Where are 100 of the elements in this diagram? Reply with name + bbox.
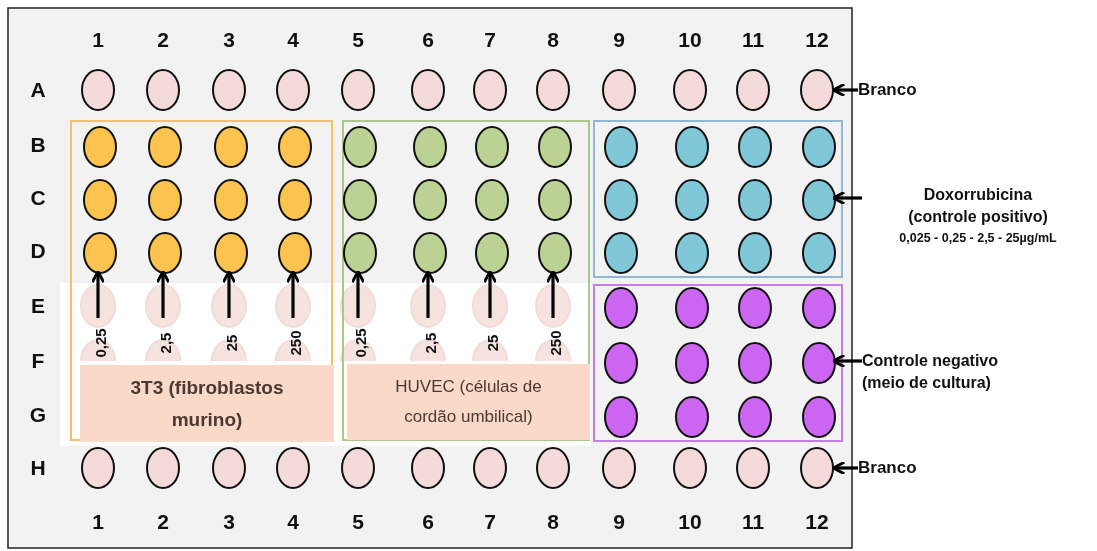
well-circle bbox=[604, 396, 638, 438]
arrow bbox=[831, 82, 858, 98]
well-circle bbox=[736, 69, 770, 111]
column-number: 8 bbox=[546, 28, 560, 52]
arrow bbox=[831, 353, 862, 369]
arrow bbox=[350, 269, 366, 318]
arrow bbox=[90, 269, 106, 318]
well-circle bbox=[802, 232, 836, 274]
well-circle bbox=[148, 179, 182, 221]
column-number: 4 bbox=[286, 28, 300, 52]
well-circle bbox=[738, 126, 772, 168]
column-number: 9 bbox=[612, 510, 626, 534]
column-number: 1 bbox=[91, 28, 105, 52]
row-letter: H bbox=[29, 456, 47, 480]
well-circle bbox=[802, 396, 836, 438]
well-circle bbox=[738, 287, 772, 329]
well-circle bbox=[536, 447, 570, 489]
well-circle bbox=[675, 342, 709, 384]
arrow bbox=[221, 269, 237, 318]
column-number: 3 bbox=[222, 510, 236, 534]
well-circle bbox=[413, 232, 447, 274]
well-circle bbox=[475, 179, 509, 221]
well-circle bbox=[673, 69, 707, 111]
well-circle bbox=[800, 447, 834, 489]
column-number: 5 bbox=[351, 510, 365, 534]
well-circle bbox=[413, 126, 447, 168]
well-circle bbox=[473, 447, 507, 489]
well-circle bbox=[411, 69, 445, 111]
well-circle bbox=[604, 232, 638, 274]
column-number: 7 bbox=[483, 510, 497, 534]
well-circle bbox=[673, 447, 707, 489]
concentration-label: 250 bbox=[286, 330, 304, 356]
well-group-frame bbox=[593, 284, 843, 442]
arrow bbox=[545, 269, 561, 318]
label-panel bbox=[80, 365, 334, 442]
well-circle bbox=[81, 69, 115, 111]
well-circle bbox=[675, 179, 709, 221]
concentration-label: 0,25 bbox=[351, 328, 369, 358]
well-circle bbox=[738, 232, 772, 274]
well-circle bbox=[602, 69, 636, 111]
well-circle bbox=[675, 232, 709, 274]
well-circle bbox=[538, 232, 572, 274]
well-circle bbox=[148, 232, 182, 274]
row-letter: B bbox=[29, 133, 47, 157]
well-label: Doxorrubicina (controle positivo) bbox=[907, 185, 1049, 227]
arrow bbox=[155, 269, 171, 318]
well-circle bbox=[146, 447, 180, 489]
well-circle bbox=[538, 126, 572, 168]
well-circle bbox=[802, 179, 836, 221]
well-circle bbox=[146, 69, 180, 111]
well-circle bbox=[675, 126, 709, 168]
row-letter: E bbox=[30, 294, 46, 318]
column-number: 2 bbox=[156, 28, 170, 52]
column-number: 8 bbox=[546, 510, 560, 534]
column-number: 12 bbox=[804, 28, 830, 52]
concentration-list: 0,025 - 0,25 - 2,5 - 25µg/mL bbox=[862, 228, 1094, 248]
arrow bbox=[482, 269, 498, 318]
well-circle bbox=[278, 232, 312, 274]
well-circle bbox=[802, 287, 836, 329]
well-circle bbox=[83, 232, 117, 274]
row-letter: G bbox=[28, 403, 48, 427]
well-label: Branco bbox=[858, 456, 938, 480]
arrow bbox=[420, 269, 436, 318]
well-circle bbox=[343, 232, 377, 274]
well-circle bbox=[214, 126, 248, 168]
well-circle bbox=[675, 396, 709, 438]
well-circle bbox=[214, 179, 248, 221]
well-circle bbox=[536, 69, 570, 111]
well-circle bbox=[411, 447, 445, 489]
well-circle bbox=[800, 69, 834, 111]
well-circle bbox=[738, 342, 772, 384]
arrow bbox=[831, 460, 858, 476]
concentration-label: 2,5 bbox=[421, 332, 439, 354]
well-circle bbox=[802, 342, 836, 384]
column-number: 10 bbox=[677, 510, 703, 534]
column-number: 1 bbox=[91, 510, 105, 534]
concentration-label: 25 bbox=[222, 334, 240, 352]
concentration-label: 25 bbox=[483, 334, 501, 352]
arrow bbox=[285, 269, 301, 318]
column-number: 7 bbox=[483, 28, 497, 52]
well-circle bbox=[278, 179, 312, 221]
column-number: 12 bbox=[804, 510, 830, 534]
column-number: 6 bbox=[421, 510, 435, 534]
well-circle bbox=[738, 179, 772, 221]
row-letter: F bbox=[30, 349, 46, 373]
well-circle bbox=[212, 69, 246, 111]
well-circle bbox=[604, 126, 638, 168]
well-circle bbox=[276, 447, 310, 489]
well-circle bbox=[604, 287, 638, 329]
well-circle bbox=[214, 232, 248, 274]
well-label: Branco bbox=[858, 78, 938, 102]
well-circle bbox=[278, 126, 312, 168]
well-circle bbox=[341, 69, 375, 111]
column-number: 6 bbox=[421, 28, 435, 52]
concentration-label: 250 bbox=[546, 330, 564, 356]
column-number: 4 bbox=[286, 510, 300, 534]
column-number: 11 bbox=[740, 28, 766, 52]
well-circle bbox=[538, 179, 572, 221]
column-number: 3 bbox=[222, 28, 236, 52]
well-circle bbox=[475, 126, 509, 168]
